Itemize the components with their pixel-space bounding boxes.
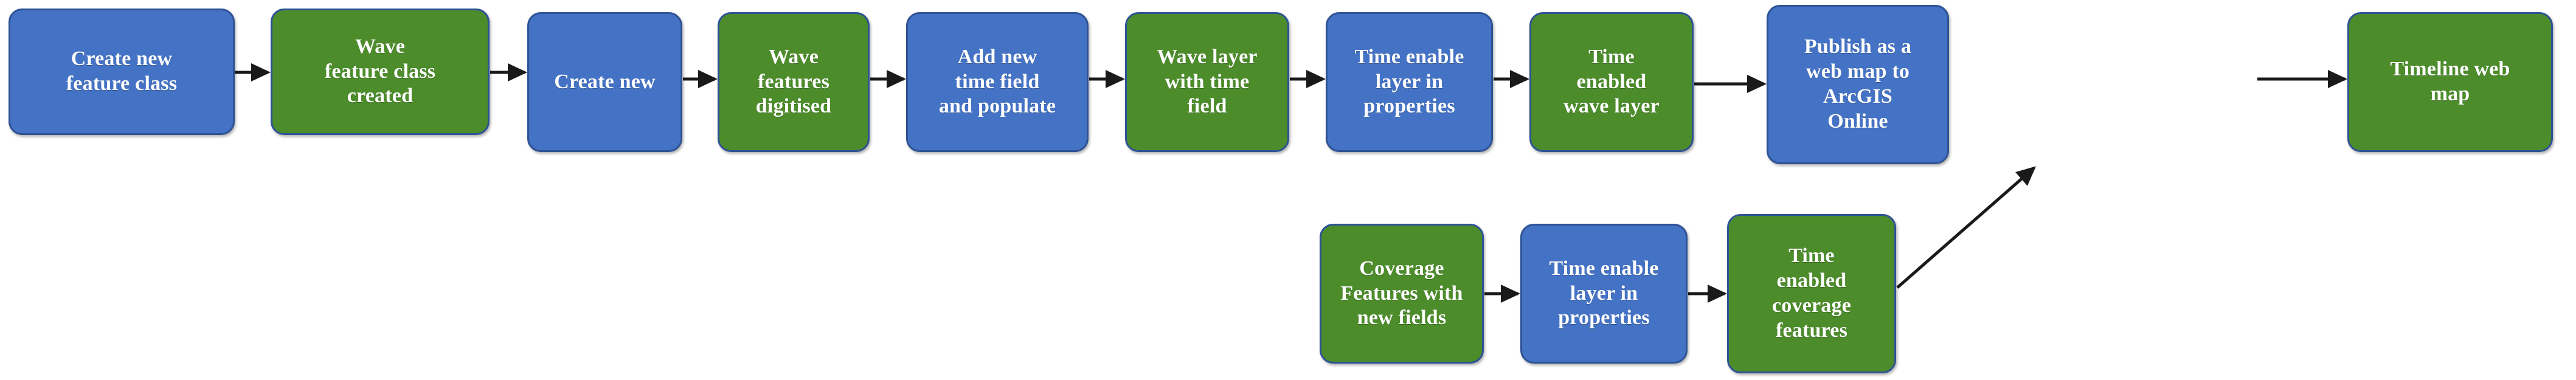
node-publish-web-map-arcgis[interactable]: Publish as a web map to ArcGIS Online xyxy=(1767,5,1949,164)
node-label: Time enabled coverage features xyxy=(1772,244,1851,342)
node-label: Time enable layer in properties xyxy=(1549,257,1659,330)
node-time-enable-layer-wave[interactable]: Time enable layer in properties xyxy=(1326,12,1493,152)
node-create-new-feature-class[interactable]: Create new feature class xyxy=(9,9,235,135)
node-wave-feature-class-created[interactable]: Wave feature class created xyxy=(271,9,490,135)
node-label: Publish as a web map to ArcGIS Online xyxy=(1804,35,1912,133)
node-label: Create new feature class xyxy=(66,47,178,95)
node-label: Time enabled wave layer xyxy=(1563,45,1660,118)
node-label: Timeline web map xyxy=(2390,58,2510,105)
connector-arrow-icon xyxy=(1896,166,2037,289)
node-wave-layer-with-time-field[interactable]: Wave layer with time field xyxy=(1125,12,1289,152)
node-coverage-features-new-fields[interactable]: Coverage Features with new fields xyxy=(1320,224,1484,364)
node-label: Create new xyxy=(554,70,656,93)
node-time-enabled-wave-layer[interactable]: Time enabled wave layer xyxy=(1529,12,1694,152)
node-label: Wave feature class created xyxy=(324,35,436,108)
node-wave-features-digitised[interactable]: Wave features digitised xyxy=(718,12,870,152)
node-label: Wave features digitised xyxy=(755,45,832,118)
node-label: Add new time field and populate xyxy=(938,45,1056,118)
node-label: Wave layer with time field xyxy=(1157,45,1258,118)
node-add-new-time-field[interactable]: Add new time field and populate xyxy=(906,12,1089,152)
node-time-enabled-coverage-features[interactable]: Time enabled coverage features xyxy=(1727,214,1896,373)
node-timeline-web-map[interactable]: Timeline web map xyxy=(2347,12,2553,152)
node-label: Time enable layer in properties xyxy=(1354,45,1464,118)
node-create-new[interactable]: Create new xyxy=(527,12,682,152)
node-time-enable-layer-coverage[interactable]: Time enable layer in properties xyxy=(1520,224,1688,364)
node-label: Coverage Features with new fields xyxy=(1340,257,1463,330)
